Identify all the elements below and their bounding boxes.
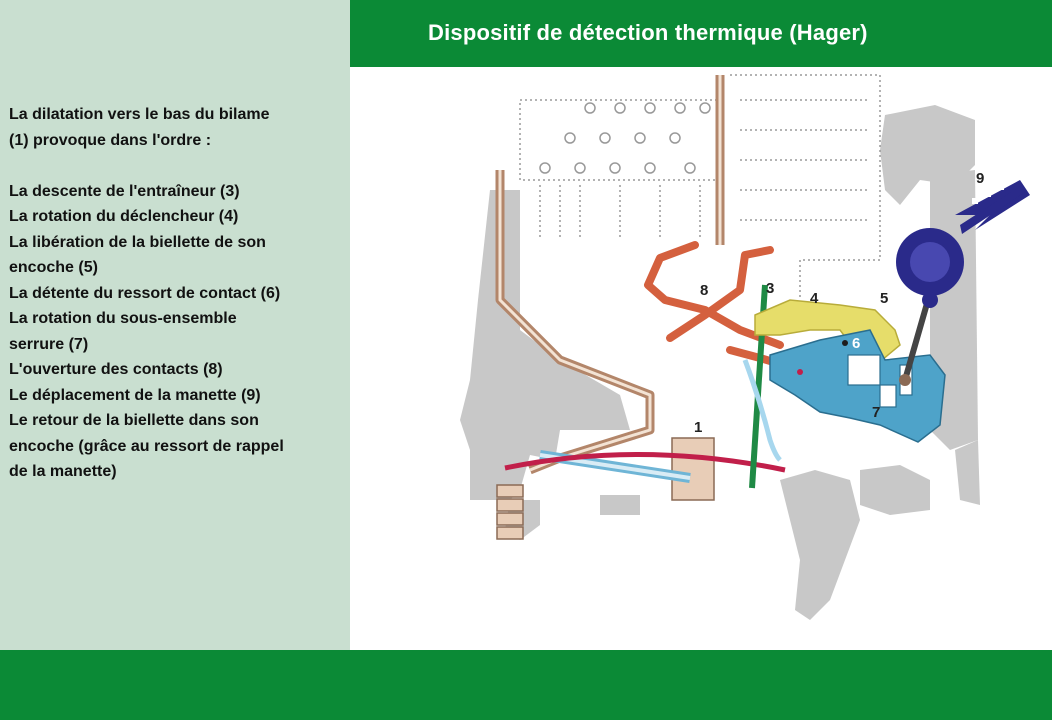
- link-pivot: [899, 374, 911, 386]
- bimetal-terminal: [539, 437, 715, 501]
- step-line: encoche (grâce au ressort de rappel: [9, 437, 284, 455]
- step-line: Le retour de la biellette dans son: [9, 412, 259, 429]
- intro-line: La dilatation vers le bas du bilame: [9, 106, 270, 123]
- step-line: La rotation du sous-ensemble: [9, 310, 237, 327]
- step-line: serrure (7): [9, 335, 89, 353]
- step-line: Le déplacement de la manette (9): [9, 386, 261, 404]
- connector-stack: [496, 484, 524, 540]
- dotted-holes: [539, 102, 711, 174]
- label-8: 8: [700, 282, 708, 299]
- step-line: de la manette): [9, 463, 117, 480]
- label-3: 3: [766, 280, 774, 297]
- link-rod: [902, 299, 931, 381]
- description-text: La dilatation vers le bas du bilame (1) …: [9, 102, 344, 485]
- step-line: L'ouverture des contacts (8): [9, 361, 223, 378]
- header-bar: [350, 0, 1052, 67]
- label-5: 5: [880, 290, 888, 307]
- lock-assembly: [769, 329, 946, 443]
- label-4: 4: [810, 290, 819, 307]
- contact-spring: [742, 359, 782, 462]
- page-title: Dispositif de détection thermique (Hager…: [428, 20, 868, 45]
- handle: [896, 180, 1030, 308]
- step-line: La descente de l'entraîneur (3): [9, 182, 240, 200]
- return-spring: [504, 451, 786, 473]
- label-6: 6: [852, 335, 860, 352]
- footer-bar: [0, 650, 1052, 720]
- step-line: La libération de la biellette de son: [9, 233, 266, 251]
- label-9: 9: [976, 170, 984, 187]
- intro-line: (1) provoque dans l'ordre :: [9, 131, 212, 149]
- step-line: encoche (5): [9, 259, 98, 276]
- sidebar-panel: La dilatation vers le bas du bilame (1) …: [0, 0, 350, 650]
- step-line: La rotation du déclencheur (4): [9, 208, 239, 225]
- step-line: La détente du ressort de contact (6): [9, 284, 281, 302]
- label-7: 7: [872, 404, 880, 421]
- label-1: 1: [694, 419, 702, 436]
- thermal-trip-diagram: 1 3 4 5 6 7 8 9: [460, 74, 1030, 620]
